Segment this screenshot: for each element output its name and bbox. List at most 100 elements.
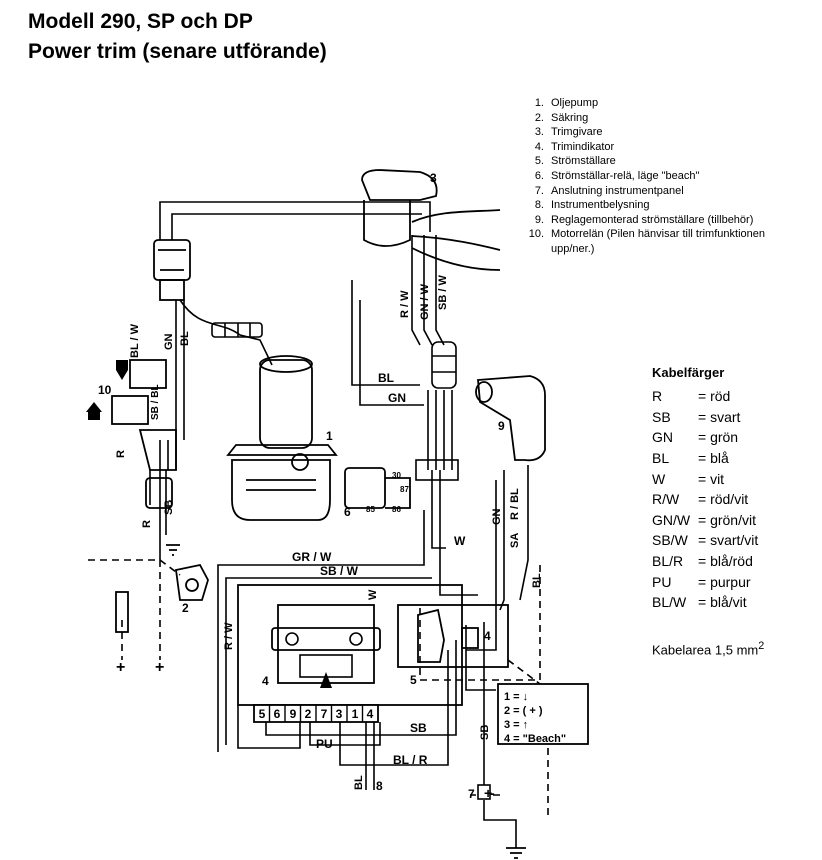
ground-icon [166,544,180,556]
wire-trim-sender-leads [411,235,445,346]
callout-number: 9 [498,419,505,433]
color-row: PU= purpur [652,571,758,592]
wire-pu [309,722,381,746]
cable-area-note: Kabelarea 1,5 mm2 [652,640,764,657]
cable-color-legend: Kabelfärger R= röd SB= svart GN= grön BL… [652,365,758,613]
color-row: SB = svart [652,407,758,428]
beach-relay-socket [385,477,411,509]
legend-number: 3. [534,126,544,139]
wire-label: BL [353,775,365,790]
pump-motor-top [259,355,313,373]
callout-number: 1 [326,429,333,443]
legend-number: 2. [534,111,544,124]
wire-label: GN / W [419,283,431,320]
wire-relay-to-connector [175,300,185,440]
color-code: SB/W [652,532,688,549]
arrow-down-icon [116,360,128,380]
callout-number: 6 [344,505,351,519]
terminal-number: 6 [274,707,281,721]
legend-item: 5.Strömställare [520,154,781,169]
wire-gn [359,300,424,406]
color-code: BL/W [652,594,687,611]
switch-box [397,604,509,668]
oil-pump [226,355,338,521]
color-code: BL [652,450,670,467]
trim-sender-body [361,169,438,201]
terminal-number: 7 [321,707,328,721]
legend-number: 1. [534,97,544,109]
wire-label: W [454,534,466,548]
color-meaning: = grön/vit [698,511,756,528]
callout-number: 3 [430,171,437,185]
ground-icon [506,847,526,859]
wire-label: GR / W [292,550,332,564]
legend-number: 10. [528,228,544,241]
relay-harness-block [138,429,177,471]
wire-relay-harness [149,470,167,560]
wire-bl-r [339,650,449,766]
wire-harness-top [159,201,431,240]
callout-number: 7 [468,787,475,801]
color-row: SB/W = svart/vit [652,530,758,551]
wire-label: W [367,589,379,600]
sender-plug [415,341,459,481]
color-meaning: = röd/vit [698,491,749,508]
wire-bundle [427,390,453,470]
component-legend: 1.Oljepump 2.Säkring 3.Trimgivare 4.Trim… [520,96,781,257]
relay-terminal-label: 86 [392,505,401,514]
legend-item: 8.Instrumentbelysning [520,198,781,213]
legend-text: Anslutning instrumentpanel [551,184,684,197]
color-code: PU [652,573,672,590]
wire-label: BL [179,331,191,346]
dashed-fuse-line [88,559,181,576]
ground-symbols [166,544,526,859]
callout-number: 4 [484,629,491,643]
connector-body [153,239,191,281]
relay-upper [129,359,167,389]
color-code: W [652,470,666,487]
pump-ribs [246,479,316,491]
sender-plug-ribs [432,355,456,373]
legend-item: 2. Säkring [520,111,781,126]
terminal-number: 2 [305,707,312,721]
gauge-screw-right [349,632,363,646]
color-meaning: = svart [698,408,741,425]
terminal-dividers [268,705,364,722]
wire-w-to-switch [439,470,478,596]
switch-position: 1 = ↓ [504,691,528,703]
wire-switch-out [465,625,496,691]
terminal-number: 4 [367,707,374,721]
relay-grommet [145,477,173,509]
connector-neck [159,279,185,301]
terminal-strip: 5 6 9 2 7 3 1 4 [253,704,379,723]
cable-area-label: Kabelarea 1,5 mm [652,642,759,658]
wire-label: GN [491,508,503,525]
wire-harness-top-inner [171,213,422,240]
pump-lid [226,444,338,456]
wire-label: R / W [399,290,411,318]
legend-text: Reglagemonterad strömställare (tillbehör… [551,213,754,226]
legend-text: Motorrelän (Pilen hänvisar till trimfunk… [551,228,765,255]
legend-number: 9. [534,213,544,226]
wire-label: BL / W [129,323,141,358]
legend-item: 4.Trimindikator [520,140,781,155]
color-code: SB [652,408,671,425]
pump-reservoir [231,459,331,521]
harness-connector [153,239,191,301]
switch-position: 4 = "Beach" [504,733,566,745]
wire-gn-down [431,470,446,549]
page-subtitle: Power trim (senare utförande) [28,40,327,63]
color-row: BL/R= blå/röd [652,551,758,572]
callout-number: 8 [376,779,383,793]
callout-number: 10 [98,383,112,397]
wire-label: BL / R [393,753,428,767]
wire-label: R / BL [509,488,521,520]
legend-number: 8. [534,199,544,212]
beach-relay-body [344,467,386,509]
terminal-number: 5 [259,707,266,721]
beach-relay [344,467,411,509]
legend-text: Säkring [551,111,589,124]
color-code: R/W [652,491,680,508]
color-meaning: = svart/vit [698,532,759,549]
